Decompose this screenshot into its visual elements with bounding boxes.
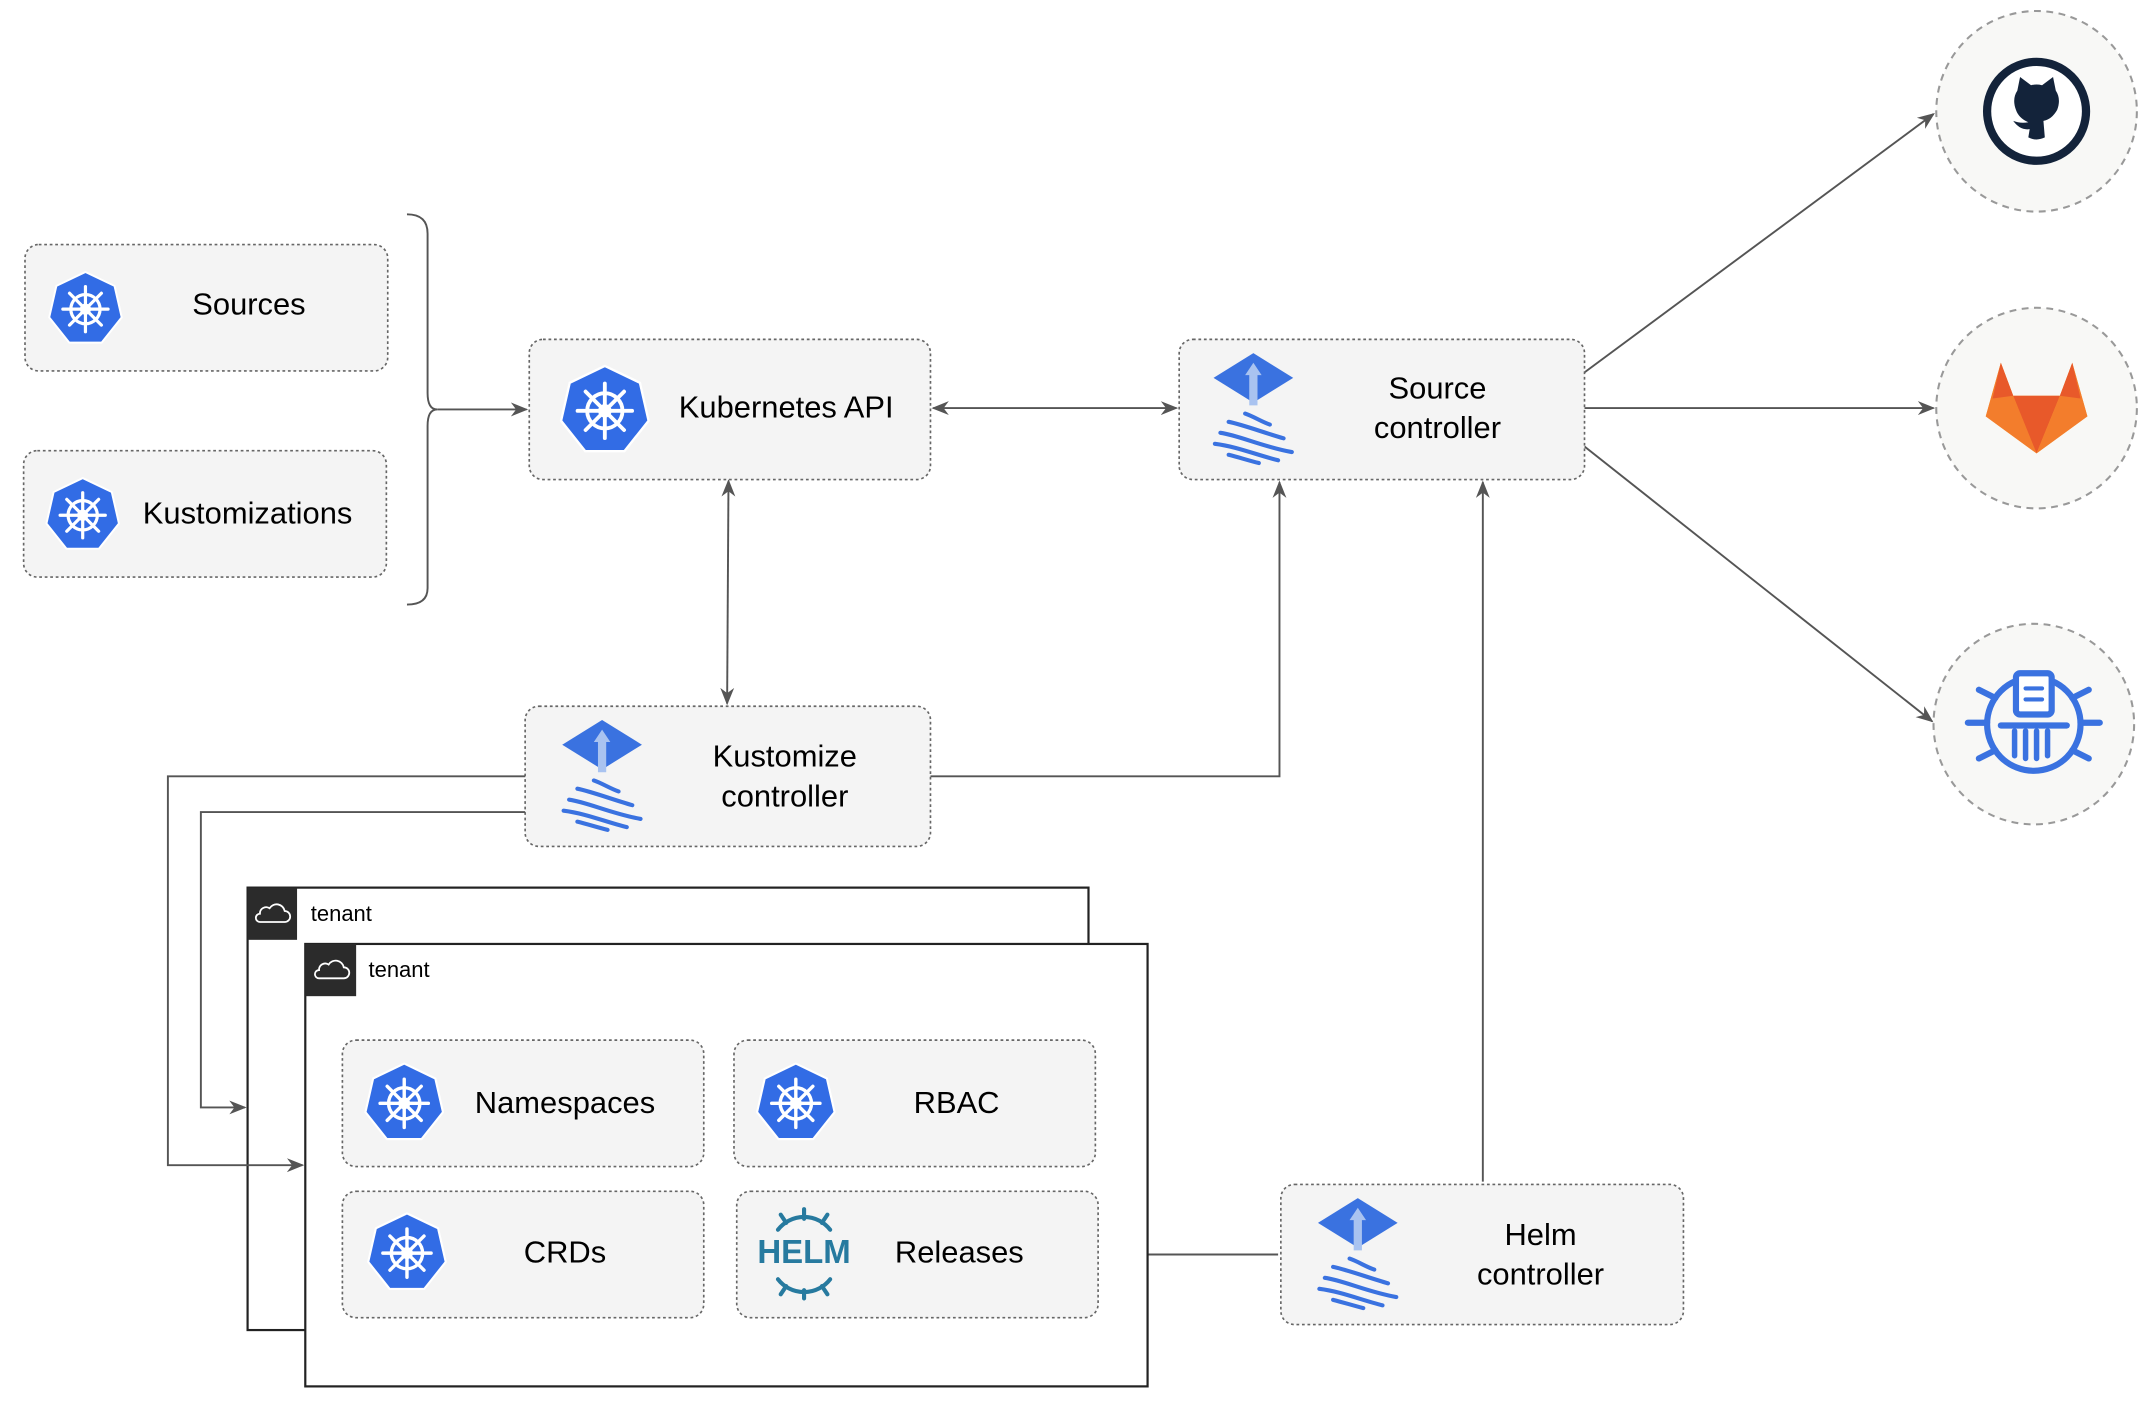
cloud-icon [254,903,291,923]
github-icon [1982,57,2091,165]
helm-icon: HELM [757,1207,851,1301]
github-source[interactable] [1935,9,2138,213]
helm-repository-icon [1964,670,2103,774]
gitlab-icon [1985,362,2088,454]
edge-source-github [1583,113,1935,374]
node-namespaces[interactable]: Namespaces [341,1039,705,1168]
helm-controller-label-1: Helm [1504,1217,1576,1252]
node-helm-controller[interactable]: Helm controller [1280,1183,1685,1326]
edge-api-kustomize [720,479,736,706]
tenant-label: tenant [311,901,372,926]
node-rbac[interactable]: RBAC [733,1039,1097,1168]
edge-kustomize-tenant-back [199,811,526,1115]
releases-label: Releases [895,1235,1024,1270]
helm-repository-source[interactable] [1932,622,2136,826]
source-controller-label-1: Source [1389,370,1487,405]
rbac-label: RBAC [914,1085,1000,1120]
node-crds[interactable]: CRDs [341,1190,705,1319]
node-kustomizations[interactable]: Kustomizations [22,449,388,578]
tenant-label: tenant [369,957,430,982]
kustomizations-label: Kustomizations [143,495,353,530]
helm-controller-label-2: controller [1477,1257,1604,1292]
edges [406,113,1936,1262]
edge-source-helmrepo [1583,445,1934,723]
node-releases[interactable]: HELM Releases [735,1190,1099,1319]
namespaces-label: Namespaces [475,1085,655,1120]
kustomize-controller-label-1: Kustomize [713,739,857,774]
gitlab-source[interactable] [1935,306,2138,510]
bracket [406,213,438,606]
cloud-icon [314,959,351,980]
edge-kustomize-tenant-front [166,775,526,1173]
node-source-controller[interactable]: Source controller [1178,338,1586,481]
crds-label: CRDs [524,1235,606,1270]
edge-kustomize-source [930,480,1287,778]
source-controller-label-2: controller [1374,410,1501,445]
node-kustomize-controller[interactable]: Kustomize controller [524,705,932,848]
kubernetes-api-label: Kubernetes API [679,390,894,425]
kustomize-controller-label-2: controller [721,778,848,813]
helm-logo-text: HELM [757,1233,850,1270]
node-kubernetes-api[interactable]: Kubernetes API [528,338,932,481]
node-sources[interactable]: Sources [24,243,389,372]
sources-label: Sources [192,287,305,322]
